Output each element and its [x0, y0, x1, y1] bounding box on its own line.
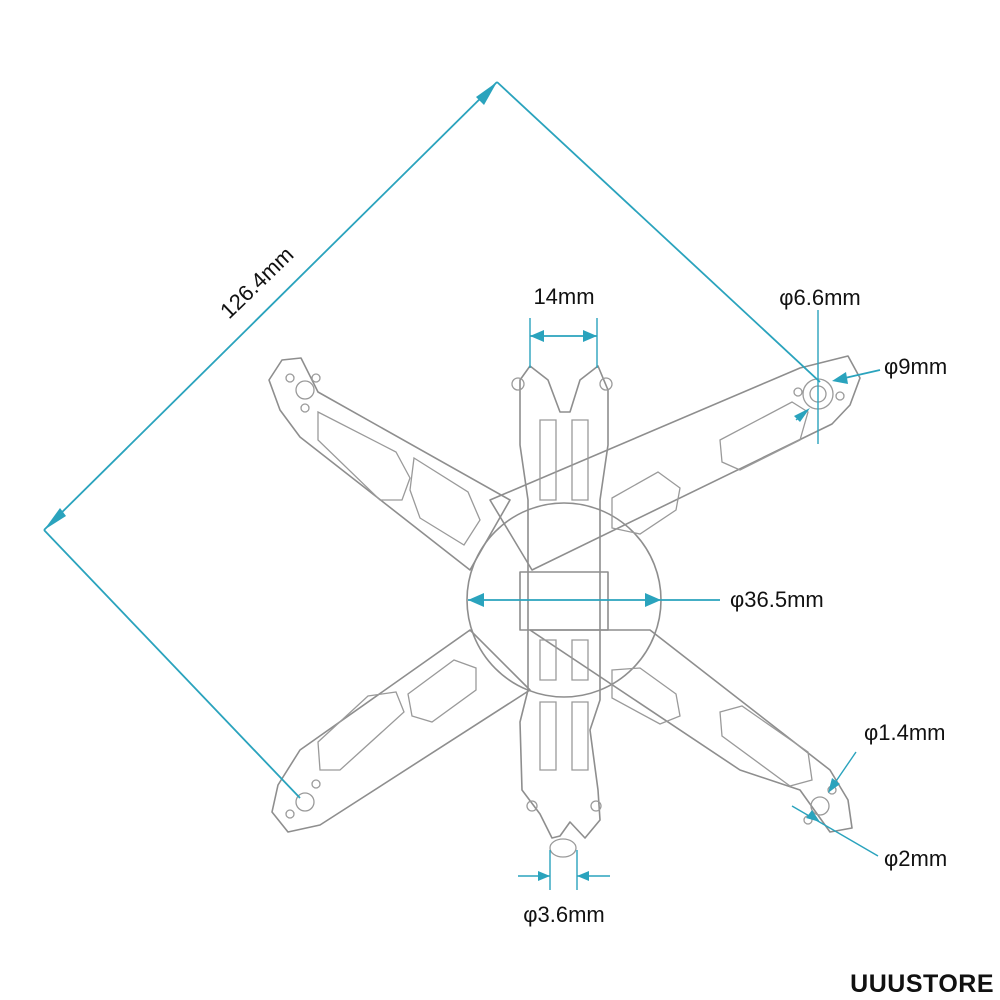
arm-cutouts	[317, 401, 813, 787]
dimension-lines	[43, 81, 881, 890]
tail-hole	[549, 838, 577, 858]
arm-bottom-left	[271, 629, 531, 833]
mount-holes	[285, 373, 845, 858]
arm-top-right	[489, 355, 861, 571]
label-small-hole: φ1.4mm	[864, 720, 946, 745]
arm-bottom-right	[529, 629, 853, 833]
label-motor-boss: φ9mm	[884, 354, 947, 379]
center-spine	[519, 365, 609, 839]
brand-watermark: UUUSTORE	[850, 970, 994, 998]
label-stack-width: 14mm	[533, 284, 594, 309]
label-center-circle: φ36.5mm	[730, 587, 824, 612]
label-diagonal: 126.4mm	[215, 242, 298, 324]
label-mount-hole: φ2mm	[884, 846, 947, 871]
label-tail-hole: φ3.6mm	[523, 902, 605, 927]
arm-top-left	[268, 357, 511, 571]
label-motor-center-hole: φ6.6mm	[779, 285, 861, 310]
battery-strap	[519, 571, 609, 631]
